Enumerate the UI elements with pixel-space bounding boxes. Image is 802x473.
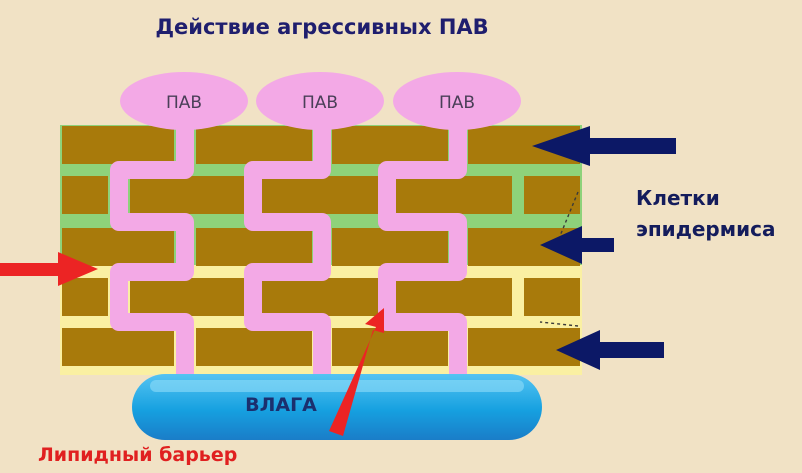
cells-label-line2: эпидермиса xyxy=(636,217,775,241)
epidermis-cell xyxy=(130,278,244,316)
arrow-left-icon xyxy=(556,330,664,370)
epidermis-cell xyxy=(62,126,174,164)
epidermis-cell xyxy=(468,328,580,366)
surfactant-head-1: ПАВ xyxy=(120,72,248,130)
surfactant-path xyxy=(378,120,467,378)
epidermis-cell xyxy=(262,278,378,316)
moisture-label: ВЛАГА xyxy=(245,394,317,416)
arrow-up-icon xyxy=(329,308,384,436)
epidermis-cell xyxy=(62,328,174,366)
epidermis-cell xyxy=(62,278,108,316)
surfactant-label: ПАВ xyxy=(439,93,475,113)
arrow-right-icon xyxy=(0,252,98,286)
epidermis-cell xyxy=(62,228,174,266)
epidermis-cell xyxy=(396,176,512,214)
epidermis-cell xyxy=(332,228,448,266)
epidermis-cell xyxy=(332,126,448,164)
epidermis-cell xyxy=(196,126,312,164)
epidermis-cells xyxy=(62,126,580,366)
surfactant-head-3: ПАВ xyxy=(393,72,521,130)
epidermis-cell xyxy=(196,328,312,366)
surfactant-paths xyxy=(110,120,467,378)
cells-label-line1: Клетки xyxy=(636,186,720,210)
surfactant-label: ПАВ xyxy=(302,93,338,113)
surfactant-heads: ПАВ ПАВ ПАВ xyxy=(120,72,521,130)
arrow-left-icon xyxy=(540,226,614,264)
diagram-title: Действие агрессивных ПАВ xyxy=(155,15,488,39)
epidermis-cell xyxy=(396,278,512,316)
surfactant-head-2: ПАВ xyxy=(256,72,384,130)
cell-arrows xyxy=(532,126,676,370)
arrow-left-icon xyxy=(532,126,676,166)
epidermis-cell xyxy=(130,176,244,214)
epidermis-cell xyxy=(62,176,108,214)
red-arrows xyxy=(0,252,384,436)
epidermis-cell xyxy=(524,278,580,316)
epidermis-cell xyxy=(262,176,378,214)
surfactant-path xyxy=(110,120,194,378)
epidermis-cell xyxy=(332,328,448,366)
lipid-barrier-label: Липидный барьер xyxy=(38,444,237,466)
moisture-pad: ВЛАГА xyxy=(132,374,542,440)
surfactant-path xyxy=(244,120,331,378)
surfactant-label: ПАВ xyxy=(166,93,202,113)
epidermis-cell xyxy=(524,176,580,214)
epidermis-cell xyxy=(196,228,312,266)
